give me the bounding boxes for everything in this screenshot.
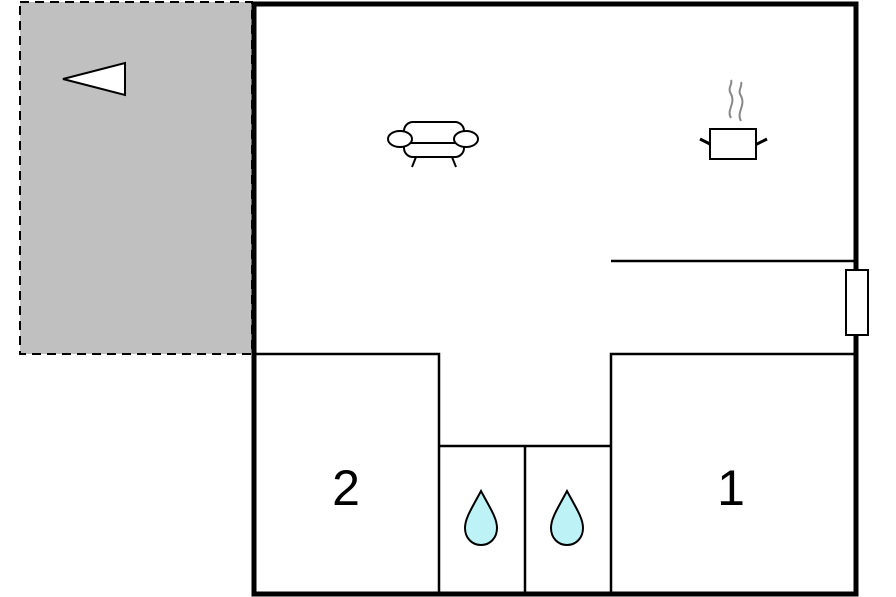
terrace-direction-icon [62,61,126,97]
water-drop-icon [549,488,585,547]
interior-walls [254,259,856,594]
terrace-area [19,1,253,355]
water-drop-icon [463,488,499,547]
room-label-bedroom-1: 1 [717,460,745,516]
cooking-pot-icon [699,79,768,160]
sofa-icon [387,121,479,168]
room-label-bedroom-2: 2 [332,460,360,516]
window [845,269,869,336]
